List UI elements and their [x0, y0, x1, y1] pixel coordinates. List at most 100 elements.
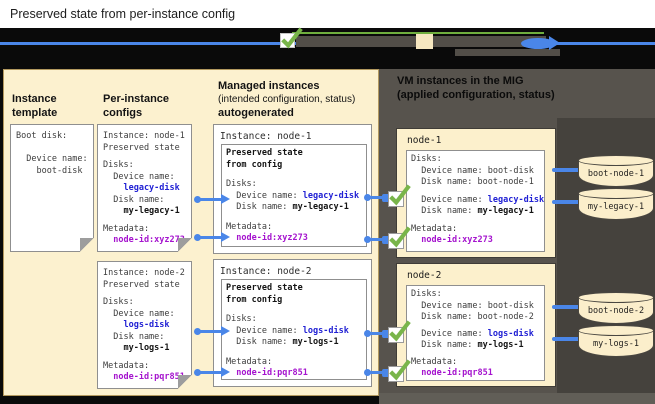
managed-instance-card-node-2: Instance: node-2 Preserved state from co… — [213, 259, 372, 387]
config-to-managed-arrow — [194, 326, 230, 336]
card-line — [16, 143, 88, 155]
column-header-managed-sub: (intended configuration, status) — [218, 94, 356, 105]
column-header-managed-instances: Managed instances — [218, 80, 320, 92]
check-icon — [388, 359, 411, 382]
metadata-value: node-id:pqr851 — [103, 372, 185, 382]
column-header-autogenerated: autogenerated — [218, 107, 294, 119]
connector-arrowhead-icon — [549, 36, 560, 50]
legend-green-line — [292, 32, 544, 34]
connector-line — [367, 196, 383, 199]
card-line: Device name: boot-disk — [411, 165, 534, 176]
managed-instance-card-node-1: Instance: node-1 Preserved state from co… — [213, 124, 372, 254]
card-line: Disks: — [103, 297, 134, 307]
device-prefix: Device name: — [226, 325, 303, 336]
device-prefix: Device name: — [411, 328, 488, 339]
spacer — [226, 349, 362, 357]
spacer — [226, 306, 362, 314]
card-line: Disks: — [226, 314, 257, 324]
disk-link-line — [552, 337, 582, 341]
card-line: Preserved state — [226, 283, 303, 293]
card-line: Disk name: — [103, 194, 165, 205]
device-name-value: legacy-disk — [302, 190, 360, 201]
connector-line — [197, 235, 222, 239]
disk-link-line — [552, 168, 582, 172]
card-line: from config — [226, 159, 283, 170]
card-line: Disk name: — [103, 331, 165, 342]
card-line: Metadata: — [103, 360, 150, 371]
card-line: Disk name: my-legacy-1 — [411, 206, 540, 218]
config-to-managed-arrow — [194, 194, 230, 204]
bottom-bar — [379, 393, 655, 404]
managed-to-vm-connector — [364, 329, 390, 338]
device-prefix: Device name: — [411, 194, 488, 205]
check-icon — [388, 320, 411, 343]
card-line: Metadata: — [226, 221, 273, 232]
connector-line — [367, 371, 383, 374]
card-line: Disk name: boot-node-1 — [411, 177, 534, 187]
connector-line — [197, 197, 222, 201]
card-line: Disk name: my-logs-1 — [411, 340, 540, 352]
per-instance-config-card-node-2: Instance: node-2 Preserved state Disks: … — [97, 261, 192, 389]
card-line: Disk name: boot-node-2 — [411, 312, 534, 322]
card-line: Metadata: — [411, 223, 458, 234]
card-line: Device name: — [103, 171, 175, 182]
arrowhead-icon — [221, 326, 230, 336]
connector-square — [382, 368, 390, 377]
disk-name-value: my-logs-1 — [103, 343, 170, 353]
card-line: Instance: node-2 — [103, 268, 185, 278]
card-line: Metadata: — [103, 223, 150, 234]
vm-instance-card-node-1: node-1 Disks: Device name: boot-disk Dis… — [396, 128, 556, 258]
card-line: Device name: — [103, 308, 175, 319]
connector-line — [367, 332, 383, 335]
spacer — [226, 171, 362, 179]
card-line: Device name: — [16, 154, 88, 164]
folded-corner — [80, 238, 94, 252]
disk-name-value: my-logs-1 — [292, 337, 339, 347]
disk-prefix: Disk name: — [411, 206, 478, 216]
cylinder-cap — [578, 155, 654, 166]
check-icon — [388, 226, 411, 249]
card-line: from config — [226, 294, 283, 305]
device-name-value: logs-disk — [103, 320, 170, 330]
check-glyph — [281, 27, 303, 49]
connector-square — [382, 329, 390, 338]
card-line: Preserved state — [226, 148, 303, 158]
disk-cylinder-boot-node-1: boot-node-1 — [578, 155, 654, 187]
card-line: Device name: boot-disk — [411, 300, 534, 311]
config-to-managed-arrow — [194, 232, 230, 242]
metadata-value: node-id:pqr851 — [226, 368, 308, 378]
card-line: Disk name: my-logs-1 — [226, 337, 362, 349]
card-line: Disks: — [226, 179, 257, 189]
connector-square — [382, 193, 390, 202]
card-line: Metadata: — [411, 356, 458, 367]
folded-corner — [178, 375, 192, 389]
metadata-value: node-id:xyz273 — [411, 235, 493, 245]
spacer — [226, 214, 362, 222]
preserved-state-box: Preserved state from config Disks: Devic… — [221, 279, 367, 380]
device-name-value: logs-disk — [302, 325, 349, 336]
managed-to-vm-connector — [364, 193, 390, 202]
instance-swatch-icon — [416, 34, 433, 49]
disk-prefix: Disk name: — [226, 202, 293, 212]
card-line: Device name: legacy-disk — [226, 191, 362, 203]
metadata-value: node-id:xyz273 — [226, 233, 308, 243]
cylinder-cap — [578, 325, 654, 336]
card-line: Preserved state — [103, 279, 180, 290]
arrowhead-icon — [221, 232, 230, 242]
vm-panel-header-line1: VM instances in the MIG — [397, 75, 524, 87]
arrowhead-icon — [221, 367, 230, 377]
legend-text-streak — [455, 49, 560, 56]
vm-panel-header-line2: (applied configuration, status) — [397, 89, 555, 101]
device-prefix: Device name: — [226, 190, 303, 201]
connector-oval-icon — [521, 38, 555, 49]
device-name-value: legacy-disk — [103, 183, 180, 193]
card-title: Instance: node-2 — [220, 266, 312, 277]
card-line: Device name: logs-disk — [226, 326, 362, 338]
connector-square — [382, 235, 390, 244]
device-name-value: logs-disk — [487, 328, 534, 339]
card-line: Instance: node-1 — [103, 131, 185, 141]
disk-label: boot-node-1 — [587, 169, 645, 179]
disk-label: boot-node-2 — [587, 306, 645, 316]
card-title: Instance: node-1 — [220, 131, 312, 142]
disk-prefix: Disk name: — [226, 337, 293, 347]
